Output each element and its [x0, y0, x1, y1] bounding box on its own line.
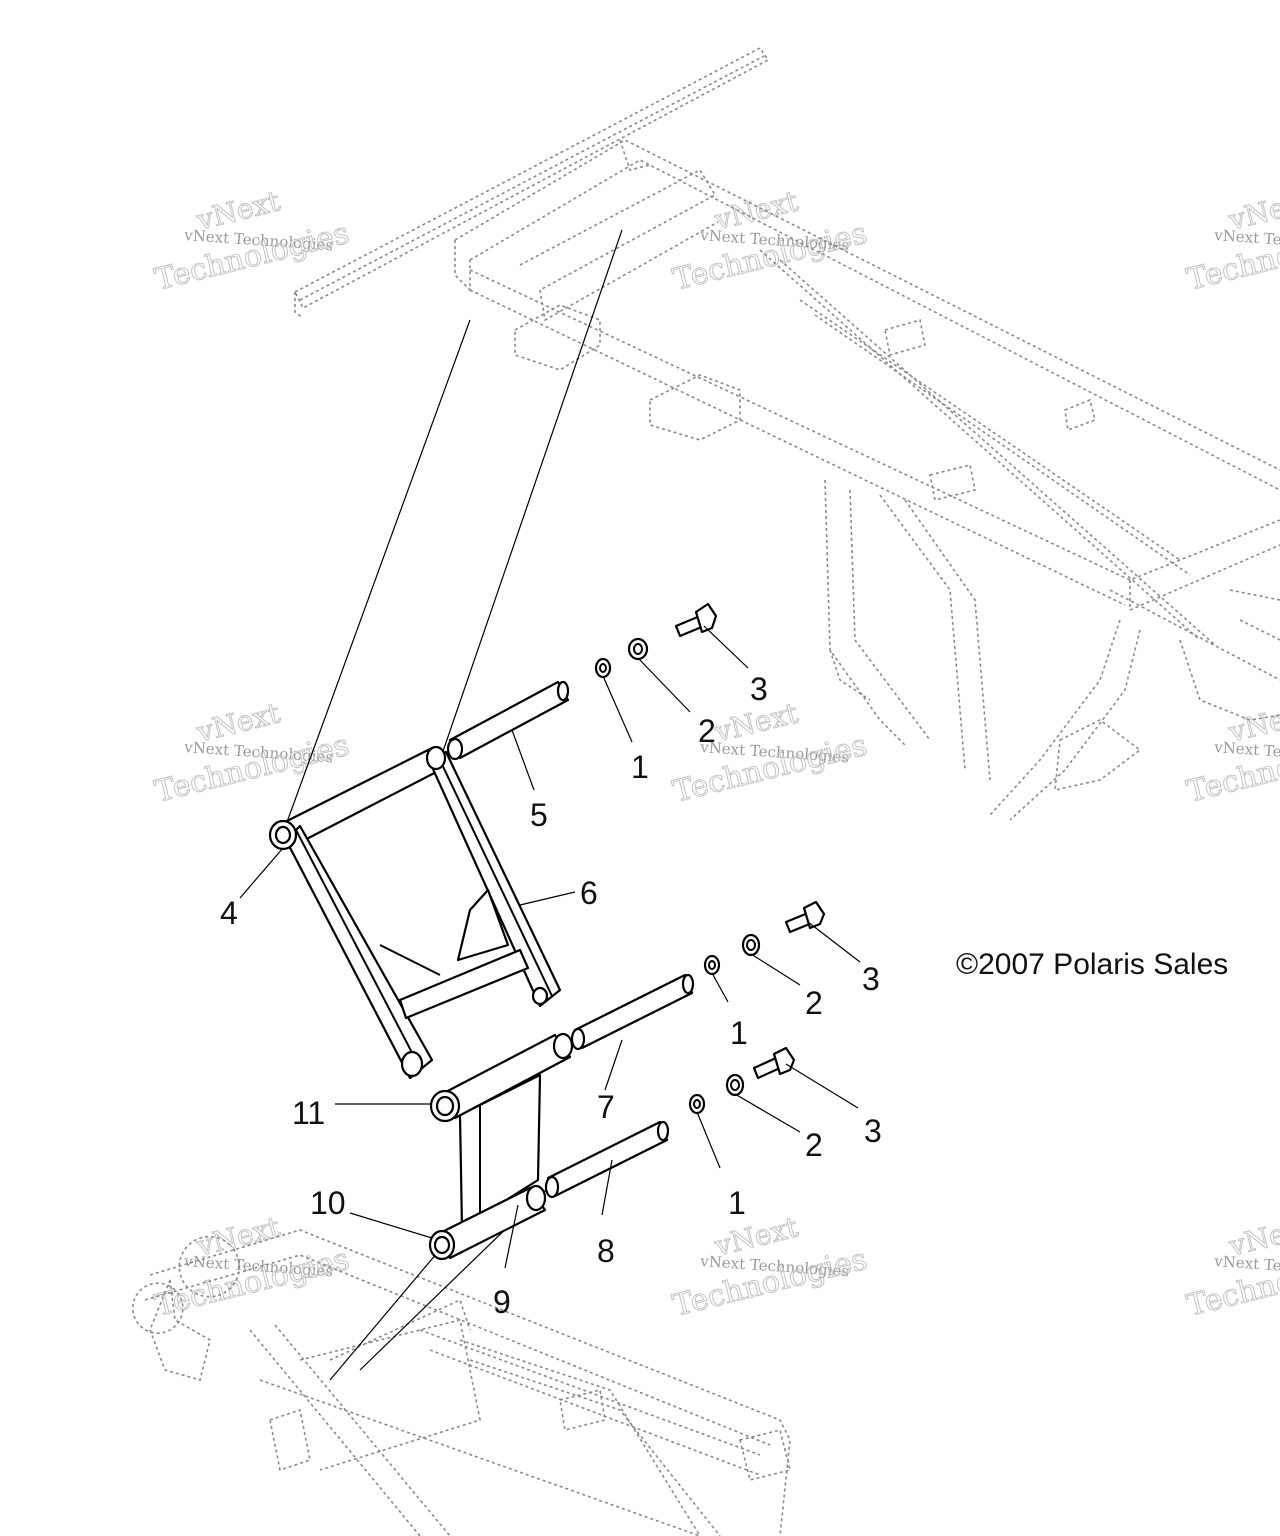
main-frame-ghost [293, 46, 1280, 821]
watermark-bottom-left: vNext vNext Technologies Technologies [151, 1210, 353, 1324]
svg-text:Technologies: Technologies [669, 216, 870, 298]
callout-1-bottom: 1 [728, 1185, 746, 1221]
callout-2-middle: 2 [805, 985, 823, 1021]
callout-3-top: 3 [750, 671, 768, 707]
callout-10: 10 [310, 1185, 346, 1221]
callout-5: 5 [530, 797, 548, 833]
watermark-top-center: vNext vNext Technologies Technologies [669, 184, 871, 298]
callout-leaders [239, 625, 861, 1269]
pivot-shaft-8 [544, 1120, 670, 1199]
svg-text:Technologies: Technologies [151, 216, 352, 298]
callout-8: 8 [597, 1233, 615, 1269]
hardware-group-top [594, 602, 718, 679]
lower-control-arm [428, 1032, 574, 1261]
watermark-bottom-center: vNext vNext Technologies Technologies [669, 1210, 871, 1324]
watermark-mid-left: vNext vNext Technologies Technologies [151, 696, 353, 810]
callout-6: 6 [580, 875, 598, 911]
callout-3-middle: 3 [862, 961, 880, 997]
callout-11: 11 [292, 1095, 325, 1131]
svg-text:Technologies: Technologies [151, 728, 352, 810]
callout-2-bottom: 2 [805, 1127, 823, 1163]
hardware-group-middle [703, 900, 826, 976]
hardware-group-bottom [688, 1046, 796, 1115]
callout-labels: 1 2 3 5 4 6 1 2 3 7 11 2 3 1 10 8 9 [220, 671, 882, 1320]
callout-2-top: 2 [698, 713, 716, 749]
pivot-shaft-5 [446, 680, 570, 761]
callout-3-bottom: 3 [864, 1113, 882, 1149]
pivot-shaft-7 [570, 973, 695, 1051]
rear-frame-ghost [132, 1229, 791, 1536]
callout-1-middle: 1 [730, 1015, 748, 1051]
upper-control-arm [268, 745, 562, 1080]
svg-text:Technologies: Technologies [669, 1242, 870, 1324]
callout-7: 7 [597, 1089, 615, 1125]
watermark-top-left: vNext vNext Technologies Technologies [151, 184, 353, 298]
watermark-bottom-right: vNext vNext Technologies Technologies [1183, 1210, 1280, 1324]
callout-9: 9 [493, 1284, 511, 1320]
copyright-notice: ©2007 Polaris Sales [956, 948, 1228, 981]
callout-4: 4 [220, 895, 238, 931]
callout-1-top: 1 [631, 749, 649, 785]
watermark-top-right: vNext vNext Technologies Technologies [1183, 184, 1280, 298]
